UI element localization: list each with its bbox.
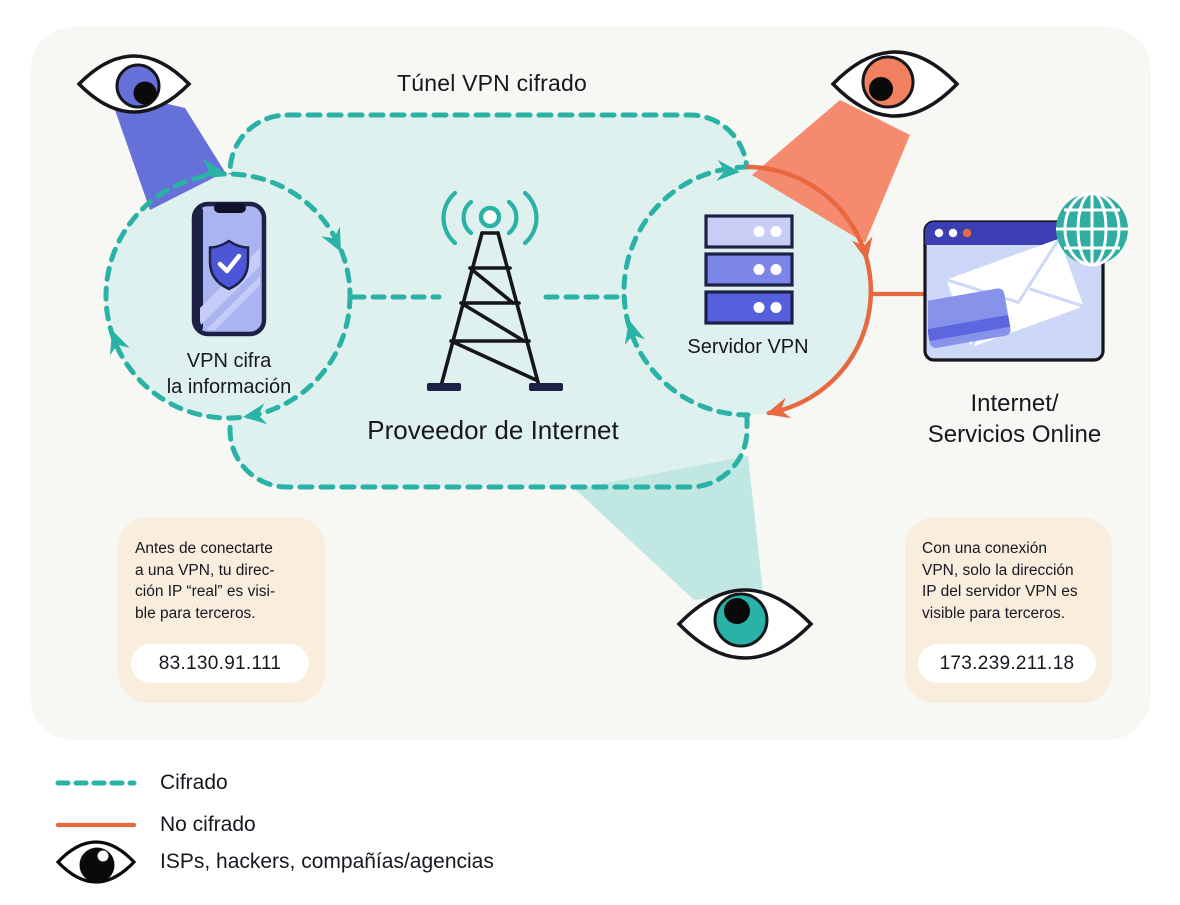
watcher-eye-right-icon — [830, 50, 960, 118]
client-label: VPN cifra la información — [166, 350, 292, 398]
callout-with-vpn: Con una conexión VPN, solo la dirección … — [905, 517, 1112, 703]
unencrypted-connection-line — [745, 164, 926, 416]
surveillance-cone-right — [752, 100, 910, 243]
radio-tower-icon — [427, 190, 563, 391]
legend-label-unencrypted: No cifrado — [160, 813, 256, 836]
encrypted-line-swatch — [55, 780, 137, 786]
server-label: Servidor VPN — [687, 336, 809, 358]
unencrypted-line-swatch — [55, 822, 137, 828]
legend-item-unencrypted: No cifrado — [55, 805, 256, 845]
callout-before-vpn: Antes de conectarte a una VPN, tu direc-… — [118, 517, 325, 703]
callout-with-vpn-text: Con una conexión VPN, solo la dirección … — [922, 540, 1078, 622]
legend-item-watchers: ISPs, hackers, compañías/agencias — [55, 840, 494, 884]
watcher-eye-swatch — [55, 840, 137, 884]
tunnel-title: Túnel VPN cifrado — [396, 70, 588, 96]
shield-check-icon — [208, 239, 250, 291]
browser-window-icon — [923, 191, 1128, 362]
legend-item-encrypted: Cifrado — [55, 763, 228, 803]
callout-before-vpn-text: Antes de conectarte a una VPN, tu direc-… — [135, 540, 276, 622]
legend-label-watchers: ISPs, hackers, compañías/agencias — [160, 850, 494, 873]
isp-label: Proveedor de Internet — [367, 415, 619, 445]
vpn-tunnel — [227, 112, 763, 600]
watcher-eye-left-icon — [76, 54, 192, 114]
surveillance-cone-bottom — [575, 456, 763, 600]
smartphone-icon — [191, 201, 267, 337]
ip-badge-vpn-server: 173.239.211.18 — [918, 644, 1096, 683]
legend-label-encrypted: Cifrado — [160, 771, 228, 794]
globe-icon — [1056, 191, 1128, 267]
signal-waves-icon — [441, 190, 539, 246]
vpn-server-icon — [704, 214, 794, 325]
credit-card-icon — [928, 288, 1011, 348]
watcher-eye-bottom-icon — [676, 588, 814, 660]
internet-label: Internet/ Servicios Online — [927, 390, 1102, 448]
ip-badge-real: 83.130.91.111 — [131, 644, 309, 683]
